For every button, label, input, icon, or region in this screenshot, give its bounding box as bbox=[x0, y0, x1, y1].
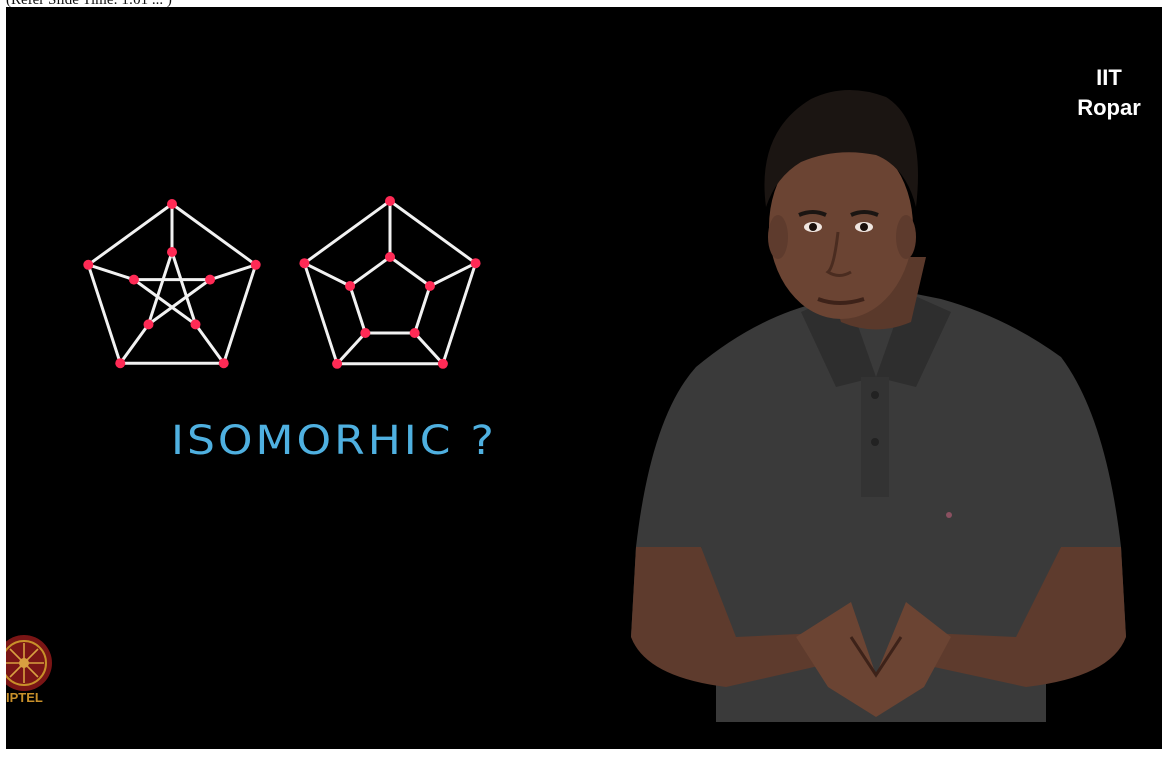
graph-edge bbox=[86, 263, 136, 282]
institute-label-line2: Ropar bbox=[1077, 95, 1141, 120]
graph-edge bbox=[302, 199, 392, 265]
graph-edge bbox=[428, 261, 478, 288]
nptel-logo bbox=[6, 635, 52, 691]
graph-edge bbox=[441, 261, 478, 366]
graph-vertex bbox=[345, 281, 356, 292]
graph-vertex bbox=[385, 252, 395, 262]
graph-vertex bbox=[437, 358, 448, 369]
nptel-logo-text: IPTEL bbox=[6, 690, 43, 705]
presenter-hair bbox=[764, 89, 918, 207]
graph-petersen bbox=[83, 199, 261, 369]
presenter-shirt bbox=[631, 292, 1126, 722]
graph-edge bbox=[302, 261, 339, 366]
graph-edge bbox=[302, 261, 352, 288]
graph-vertex bbox=[299, 258, 310, 269]
graph-vertex bbox=[218, 358, 229, 369]
graph-vertex bbox=[115, 358, 126, 369]
graph-edge bbox=[86, 263, 122, 365]
graph-vertex bbox=[470, 258, 481, 269]
graph-vertex bbox=[167, 247, 177, 257]
video-frame: ISOMORHIC ? IIT Ropar IPTEL bbox=[6, 7, 1162, 749]
graph-edge bbox=[86, 202, 174, 267]
graph-edge bbox=[413, 331, 445, 366]
graph-vertex bbox=[128, 274, 139, 285]
question-text: ISOMORHIC ? bbox=[171, 417, 497, 464]
presenter-collar bbox=[801, 292, 876, 387]
graph-edge bbox=[388, 255, 432, 288]
graph-edge bbox=[132, 278, 198, 326]
graph-edge bbox=[194, 322, 226, 365]
graph-edge bbox=[146, 250, 174, 326]
graph-edge bbox=[146, 278, 212, 326]
graph-vertex bbox=[143, 319, 154, 330]
graph-edge bbox=[170, 250, 198, 326]
graph-edge bbox=[335, 331, 367, 366]
graph-vertex bbox=[424, 281, 435, 292]
graph-edge bbox=[118, 322, 150, 365]
graph-drawings bbox=[83, 196, 481, 369]
graph-edge bbox=[208, 263, 258, 282]
graph-vertex bbox=[360, 327, 371, 338]
graph-vertex bbox=[409, 327, 420, 338]
institute-label: IIT Ropar bbox=[1064, 63, 1154, 123]
graph-edge bbox=[388, 199, 478, 265]
graph-vertex bbox=[83, 259, 94, 270]
graph-edge bbox=[348, 284, 367, 335]
graph-vertex bbox=[190, 319, 201, 330]
graph-vertex bbox=[167, 199, 177, 209]
graph-prism bbox=[299, 196, 481, 369]
institute-label-line1: IIT bbox=[1096, 65, 1122, 90]
presenter-arm-right bbox=[906, 547, 1126, 687]
graph-edge bbox=[348, 255, 392, 288]
graph-edge bbox=[222, 263, 258, 365]
graph-vertex bbox=[332, 358, 343, 369]
graph-vertex bbox=[250, 259, 261, 270]
graph-vertex bbox=[385, 196, 395, 206]
slide-caption: (Refer Slide Time: 1:01 ... ) bbox=[6, 0, 172, 8]
presenter-arm-left bbox=[631, 547, 841, 687]
graph-edge bbox=[170, 202, 258, 267]
graph-vertex bbox=[205, 274, 216, 285]
presenter-head bbox=[769, 135, 913, 319]
presenter-hands bbox=[796, 602, 951, 717]
presenter-figure bbox=[631, 89, 1126, 722]
graph-edge bbox=[413, 284, 432, 335]
